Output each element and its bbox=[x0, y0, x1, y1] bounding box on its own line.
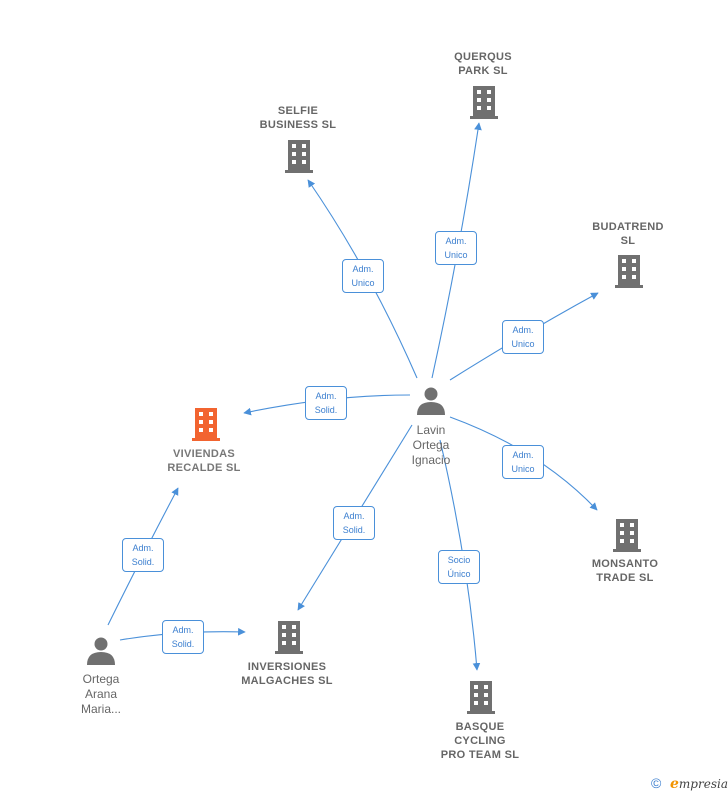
node-label-querqus[interactable]: QUERQUS PARK SL bbox=[454, 51, 512, 77]
node-label-viviendas[interactable]: VIVIENDAS RECALDE SL bbox=[167, 448, 241, 474]
person-icon bbox=[417, 387, 445, 415]
building-icon bbox=[467, 681, 495, 714]
edge-label-inversiones-lavin: Adm. Solid. bbox=[333, 506, 375, 540]
brand-rest: mpresia bbox=[678, 777, 728, 791]
node-label-budatrend[interactable]: BUDATREND SL bbox=[592, 221, 664, 247]
edge-label-basque: Socio Único bbox=[438, 550, 480, 584]
brand-e: e bbox=[670, 776, 679, 792]
node-label-selfie[interactable]: SELFIE BUSINESS SL bbox=[259, 105, 337, 131]
brand-logo[interactable]: empresia bbox=[670, 776, 728, 792]
building-icon bbox=[615, 255, 643, 288]
edge-label-monsanto: Adm. Unico bbox=[502, 445, 544, 479]
node-label-basque[interactable]: BASQUE CYCLING PRO TEAM SL bbox=[440, 721, 520, 761]
edge-label-selfie: Adm. Unico bbox=[342, 259, 384, 293]
edge-label-viviendas-lavin: Adm. Solid. bbox=[305, 386, 347, 420]
edge-label-querqus: Adm. Unico bbox=[435, 231, 477, 265]
building-icon bbox=[613, 519, 641, 552]
building-icon bbox=[275, 621, 303, 654]
person-icon bbox=[87, 637, 115, 665]
edge-label-inversiones-ortega: Adm. Solid. bbox=[162, 620, 204, 654]
node-label-monsanto[interactable]: MONSANTO TRADE SL bbox=[591, 558, 659, 584]
node-label-inversiones[interactable]: INVERSIONES MALGACHES SL bbox=[241, 661, 333, 687]
edge-label-viviendas-ortega: Adm. Solid. bbox=[122, 538, 164, 572]
building-icon-focus bbox=[192, 408, 220, 441]
edge-label-budatrend: Adm. Unico bbox=[502, 320, 544, 354]
person-label-ortega[interactable]: Ortega Arana Maria... bbox=[80, 672, 121, 716]
person-label-lavin[interactable]: Lavin Ortega Ignacio bbox=[411, 423, 451, 467]
building-icon bbox=[285, 140, 313, 173]
building-icon bbox=[470, 86, 498, 119]
copyright-symbol: © bbox=[651, 775, 662, 791]
